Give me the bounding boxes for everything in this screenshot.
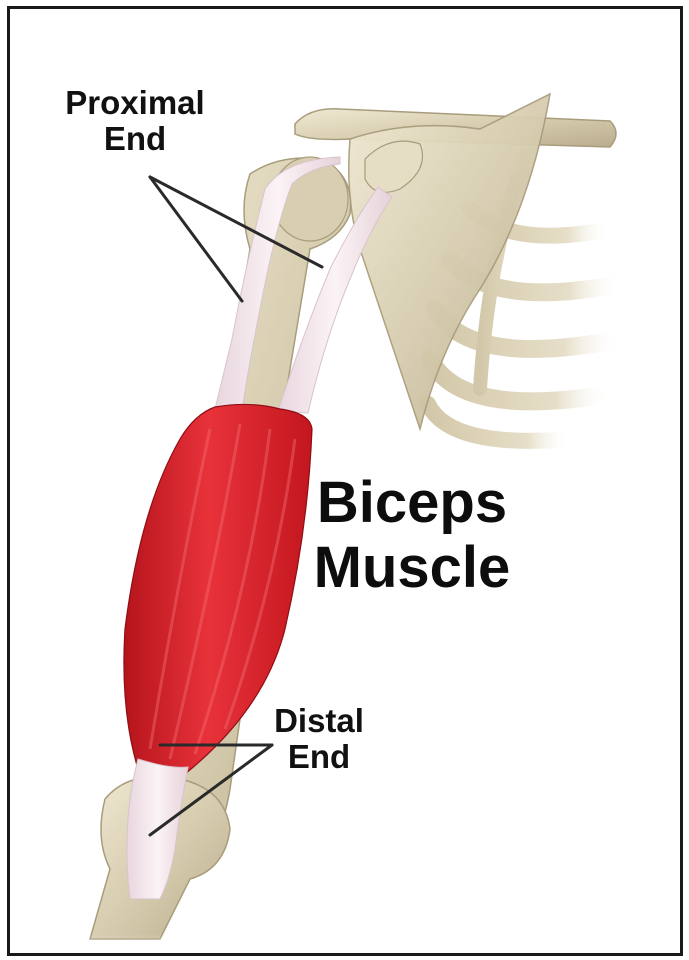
distal-end-label: Distal End bbox=[254, 703, 384, 774]
proximal-label-line2: End bbox=[50, 121, 220, 157]
title-line2: Muscle bbox=[292, 536, 532, 601]
proximal-end-label: Proximal End bbox=[50, 85, 220, 156]
biceps-muscle-title: Biceps Muscle bbox=[292, 471, 532, 601]
proximal-label-line1: Proximal bbox=[50, 85, 220, 121]
title-line1: Biceps bbox=[292, 471, 532, 536]
diagram-frame: Proximal End Biceps Muscle Distal End bbox=[7, 6, 683, 956]
bottom-fade bbox=[10, 829, 683, 956]
distal-label-line2: End bbox=[254, 739, 384, 775]
distal-label-line1: Distal bbox=[254, 703, 384, 739]
